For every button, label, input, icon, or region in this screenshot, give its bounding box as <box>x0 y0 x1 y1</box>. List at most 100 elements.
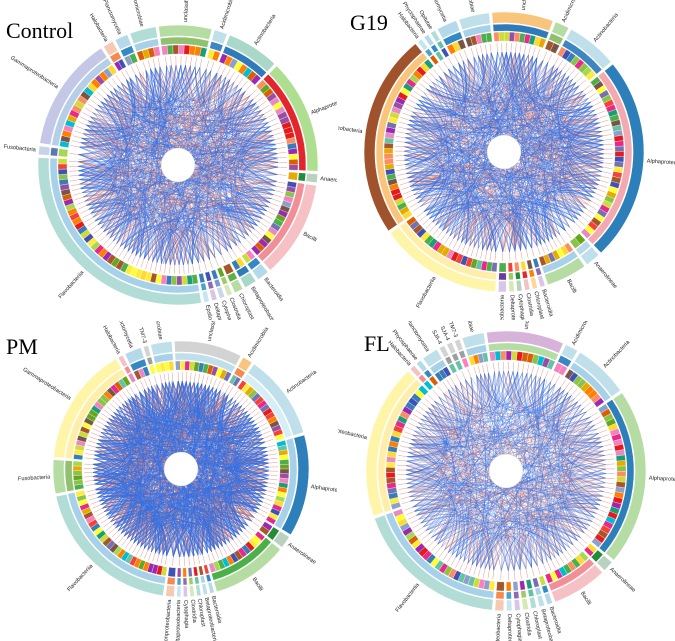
sector-outer-arc <box>173 340 242 367</box>
panel-title: Control <box>6 18 74 43</box>
node-tick <box>110 243 117 252</box>
otu-node <box>616 465 627 472</box>
node-tick <box>601 175 610 179</box>
node-tick <box>440 233 447 241</box>
node-tick <box>74 130 84 134</box>
node-tick <box>520 250 523 260</box>
node-tick <box>183 264 185 274</box>
sector-outer-arc <box>486 330 564 354</box>
node-tick <box>163 373 166 383</box>
otu-node <box>216 267 225 278</box>
otu-node <box>250 244 262 256</box>
node-tick <box>268 462 278 464</box>
node-tick <box>598 429 608 434</box>
node-tick <box>228 387 234 395</box>
node-tick <box>260 505 270 510</box>
node-tick <box>267 486 277 489</box>
node-tick <box>187 264 190 274</box>
node-tick <box>596 513 605 518</box>
otu-node <box>493 31 500 42</box>
sector-family-arc <box>506 591 512 600</box>
node-tick <box>261 105 270 111</box>
sector-outer-arc <box>268 65 319 172</box>
node-tick <box>564 382 570 390</box>
node-tick <box>145 260 149 270</box>
node-tick <box>464 50 468 59</box>
node-tick <box>121 71 127 80</box>
otu-node <box>127 372 137 383</box>
node-tick <box>477 365 481 375</box>
sector-outer-arc <box>216 286 226 299</box>
node-tick <box>548 241 554 250</box>
node-tick <box>264 109 272 115</box>
center-hole <box>486 134 522 170</box>
otu-node <box>482 352 489 363</box>
node-tick <box>84 480 94 482</box>
otu-node <box>538 255 547 267</box>
node-tick <box>111 78 118 86</box>
node-tick <box>603 162 613 164</box>
node-tick <box>251 232 259 239</box>
node-tick <box>398 177 408 181</box>
node-tick <box>544 370 549 379</box>
node-tick <box>144 550 148 559</box>
node-tick <box>262 218 271 224</box>
node-tick <box>603 139 613 141</box>
otu-node <box>423 58 434 70</box>
node-tick <box>107 81 114 89</box>
node-tick <box>91 432 100 437</box>
node-tick <box>73 192 82 196</box>
otu-node <box>57 158 68 165</box>
node-tick <box>487 569 490 579</box>
sector-family-arc <box>297 172 306 182</box>
node-tick <box>406 511 415 516</box>
node-tick <box>537 246 541 255</box>
node-tick <box>537 565 541 575</box>
node-tick <box>100 88 108 95</box>
otu-node <box>440 47 450 58</box>
sector-family-arc <box>377 379 422 513</box>
node-tick <box>457 242 462 251</box>
node-tick <box>257 225 265 232</box>
node-tick <box>215 549 219 559</box>
node-tick <box>259 508 268 514</box>
sector-label: Gammaproteobacteria <box>9 55 60 91</box>
node-tick <box>397 478 407 480</box>
sector-outer-arc <box>436 20 461 40</box>
sector-outer-arc <box>497 280 507 293</box>
sector-label: Actinobacteria <box>593 12 621 44</box>
node-tick <box>540 368 544 378</box>
sector-outer-arc <box>494 599 505 612</box>
node-tick <box>263 434 272 439</box>
otu-node <box>58 148 69 158</box>
node-tick <box>585 89 594 95</box>
otu-node <box>258 525 270 536</box>
sector-family-arc <box>109 51 122 63</box>
sector-family-arc <box>205 573 212 583</box>
sector-family-arc <box>146 356 154 366</box>
node-tick <box>421 402 429 408</box>
otu-node <box>525 579 533 590</box>
sector-family-arc <box>548 558 595 592</box>
sector-label: Gammaproteobacteria <box>22 367 73 402</box>
otu-node <box>75 490 86 498</box>
sector-outer-arc <box>213 542 281 593</box>
node-tick <box>519 44 522 54</box>
node-tick <box>86 444 96 448</box>
sector-label: Cytophagia <box>516 294 525 320</box>
node-tick <box>216 380 221 389</box>
sector-label: Chloroplast <box>196 598 206 627</box>
sector-family-arc <box>417 374 427 384</box>
sector-outer-arc <box>201 290 210 303</box>
node-tick <box>424 398 432 405</box>
node-tick <box>400 496 410 500</box>
node-tick <box>494 251 496 261</box>
node-tick <box>241 80 248 89</box>
node-tick <box>93 95 101 102</box>
otu-node <box>532 577 540 588</box>
node-tick <box>84 107 93 113</box>
sector-outer-arc <box>543 592 554 606</box>
sector-label: Acidimicrobiia <box>219 0 236 30</box>
node-tick <box>239 534 246 542</box>
node-tick <box>473 366 477 376</box>
